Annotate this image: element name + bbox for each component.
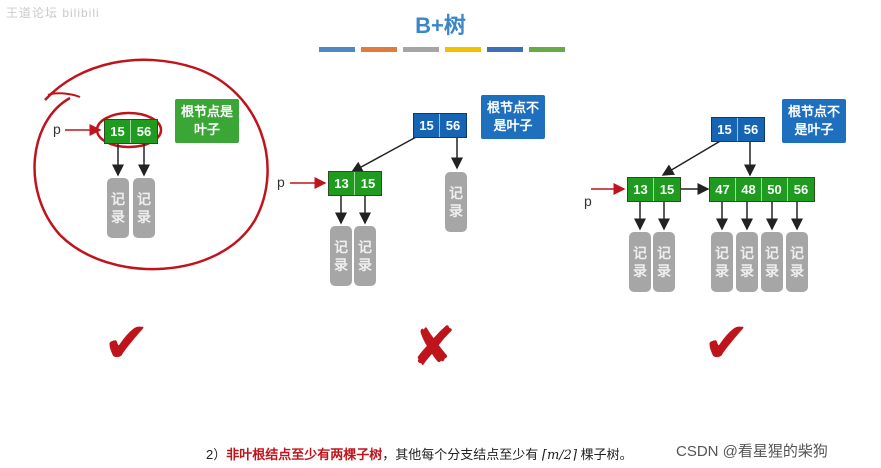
record-block: 记录: [133, 178, 155, 238]
child-arrow: [350, 135, 419, 173]
record-block: 记录: [629, 232, 651, 292]
diagram-title: B+树: [415, 13, 466, 38]
red-circle-annotation: [33, 58, 269, 271]
record-block: 记录: [761, 232, 783, 292]
record-block: 记录: [445, 172, 467, 232]
record-block: 记录: [711, 232, 733, 292]
cross-icon: ✘: [411, 317, 457, 377]
key-cell: 47: [710, 178, 736, 201]
color-bar-segment: [319, 47, 355, 52]
key-cell: 48: [736, 178, 762, 201]
record-block: 记录: [736, 232, 758, 292]
record-block: 记录: [354, 226, 376, 286]
color-bar-segment: [361, 47, 397, 52]
caption-suffix: 棵子树。: [577, 447, 633, 462]
callout-line: 根节点不: [788, 104, 841, 119]
key-cell: 13: [329, 172, 355, 195]
root-node: 15 56: [711, 117, 765, 142]
callout-line: 根节点不: [487, 100, 540, 115]
callout-line: 叶子: [194, 122, 221, 137]
color-bar-segment: [445, 47, 481, 52]
callout-line: 根节点是: [181, 104, 234, 119]
caption-emphasis: 非叶根结点至少有两棵子树: [226, 447, 383, 462]
key-cell: 15: [360, 176, 376, 191]
callout-line: 是叶子: [493, 118, 533, 133]
key-cell: 15: [712, 118, 738, 141]
key-cell: 15: [105, 120, 131, 143]
check-icon: ✔: [703, 311, 750, 374]
pointer-label: p: [53, 121, 61, 137]
color-bar-segment: [487, 47, 523, 52]
watermark: 王道论坛 bilibili: [6, 6, 100, 20]
leaf-node: 13 15: [627, 177, 681, 202]
credit-watermark: CSDN @看星猩的柴狗: [676, 443, 828, 460]
pointer-label: p: [277, 174, 285, 190]
key-cell: 13: [628, 178, 654, 201]
callout-root-not-leaf: 根节点不 是叶子: [782, 99, 847, 143]
caption-middle: ，其他每个分支结点至少有: [382, 447, 539, 462]
key-cell: 15: [414, 114, 440, 137]
record-block: 记录: [653, 232, 675, 292]
callout-root-is-leaf: 根节点是 叶子: [175, 99, 240, 143]
color-bar-segment: [529, 47, 565, 52]
child-arrow: [661, 139, 723, 176]
caption: 2）非叶根结点至少有两棵子树，其他每个分支结点至少有 ⌈m/2⌉ 棵子树。: [206, 444, 633, 463]
root-leaf-node: 15 56: [104, 119, 158, 144]
leaf-node: 13 15: [328, 171, 382, 196]
key-cell: 56: [743, 122, 759, 137]
root-node: 15 56: [413, 113, 467, 138]
callout-line: 是叶子: [794, 122, 834, 137]
red-circle-annotation: [47, 92, 81, 98]
pointer-label: p: [584, 193, 592, 209]
key-cell: 15: [659, 182, 675, 197]
key-cell: 56: [445, 118, 461, 133]
color-bar-segment: [403, 47, 439, 52]
record-block: 记录: [786, 232, 808, 292]
record-block: 记录: [330, 226, 352, 286]
caption-prefix: 2）: [206, 447, 227, 462]
caption-math: ⌈m/2⌉: [541, 448, 578, 463]
key-cell: 56: [793, 182, 809, 197]
leaf-node: 47 48 50 56: [709, 177, 815, 202]
key-cell: 50: [762, 178, 788, 201]
key-cell: 56: [136, 124, 152, 139]
callout-root-not-leaf: 根节点不 是叶子: [481, 95, 546, 139]
record-block: 记录: [107, 178, 129, 238]
check-icon: ✔: [103, 311, 150, 374]
